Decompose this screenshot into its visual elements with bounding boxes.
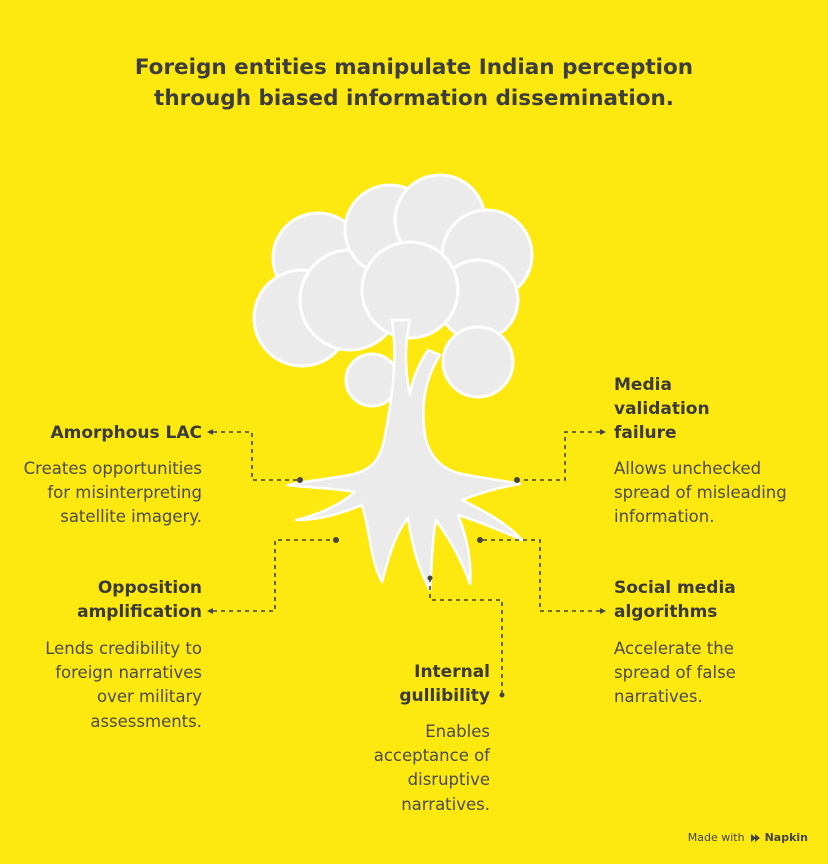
connector-arrow	[207, 429, 213, 435]
connector-amorphous	[213, 431, 300, 481]
connector-dot	[477, 537, 483, 543]
connector-dot	[333, 537, 339, 543]
made-with-label: Made with	[687, 831, 745, 844]
tree-trunk	[286, 318, 524, 592]
amorphous-lac-heading: Amorphous LAC	[50, 423, 203, 443]
opposition-amplification-heading: Opposition amplification	[77, 578, 202, 622]
opposition-amplification-description: Lends credibility to foreign narratives …	[45, 639, 202, 731]
connector-media	[517, 431, 600, 481]
connector-arrow	[600, 608, 606, 614]
amorphous-lac-description: Creates opportunities for misinterpretin…	[23, 459, 202, 527]
connector-arrow	[207, 608, 213, 614]
social-media-algorithms-description: Accelerate the spread of false narrative…	[614, 639, 736, 707]
connector-arrow	[600, 429, 606, 435]
connector-opposition	[213, 539, 336, 612]
connector-dot	[514, 477, 520, 483]
napkin-brand: Napkin	[764, 831, 808, 844]
connector-social	[480, 539, 600, 612]
canopy-cloud	[360, 240, 460, 340]
diagram-title: Foreign entities manipulate Indian perce…	[134, 55, 694, 111]
social-media-algorithms-heading: Social media algorithms	[614, 578, 736, 622]
media-validation-heading: Media validation failure	[614, 375, 710, 443]
media-validation-description: Allows unchecked spread of misleading in…	[614, 459, 787, 527]
internal-gullibility-heading: Internal gullibility	[399, 662, 490, 706]
napkin-logo-icon	[750, 833, 760, 842]
connector-dot	[297, 477, 303, 483]
connector-internal	[429, 578, 503, 695]
internal-gullibility-description: Enables acceptance of disruptive narrati…	[373, 722, 490, 814]
canopy-cloud	[441, 325, 515, 399]
footer-credit: Made with Napkin	[688, 831, 808, 844]
connector-dot	[499, 692, 505, 698]
connector-dot	[427, 575, 433, 581]
